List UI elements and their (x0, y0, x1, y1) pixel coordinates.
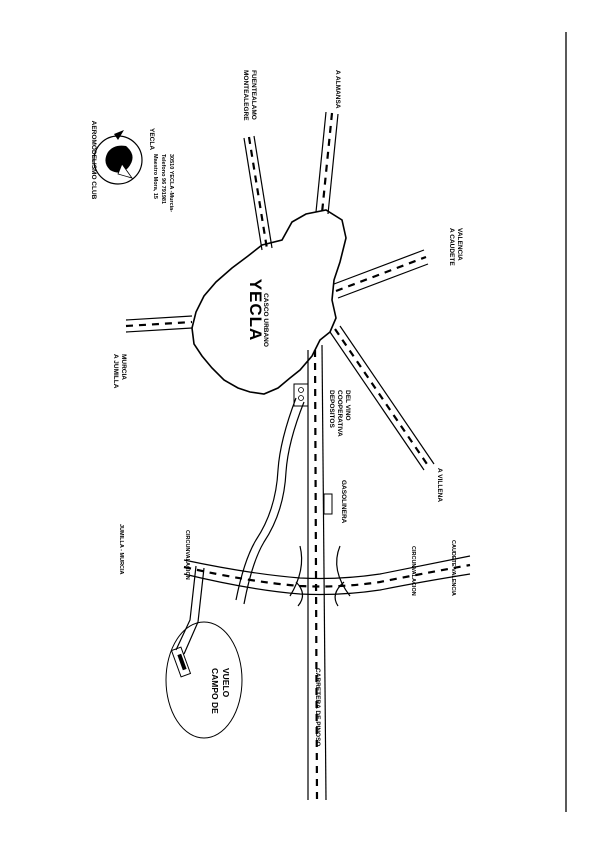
club-logo (93, 130, 143, 185)
carretera-pinoso: CARRETERA DE PINOSO (314, 668, 321, 747)
dest-montealegre-line-1: MONTEALEGRE (242, 70, 249, 121)
gasolinera-label: GASOLINERA (340, 480, 347, 524)
dest-caudete-line-2: VALENCIA (456, 228, 463, 261)
road-jumilla (125, 315, 193, 333)
campo-access-road (175, 565, 205, 655)
campo-de-vuelo: CAMPO DE VUELO (210, 668, 231, 714)
campo-line-2: VUELO (221, 668, 231, 698)
campo-line-1: CAMPO DE (210, 668, 220, 714)
town-name: YECLA (246, 279, 265, 342)
jumilla-murcia-road-label: JUMILLA - MURCIA (118, 524, 124, 575)
caudete-valencia-road-label: CAUDETE VALENCIA (450, 540, 456, 596)
town-sub-label: CASCO URBANO (262, 293, 269, 347)
depositos-line-3: DEL VINO (344, 390, 351, 421)
gasolinera: GASOLINERA (340, 480, 347, 524)
dest-villena: A VILLENA (436, 468, 443, 502)
dest-caudete: A CAUDETE VALENCIA (448, 228, 463, 266)
club-city-logo: YECLA (148, 128, 155, 150)
depositos-label: DEPOSITOS COOPERATIVA DEL VINO (328, 390, 351, 437)
club-name: AEROMODELISMO CLUB (90, 121, 97, 200)
road-montealegre (243, 135, 273, 251)
dest-jumilla-line-1: A JUMILLA (112, 354, 119, 389)
carretera-pinoso-label: CARRETERA DE PINOSO (314, 668, 321, 747)
dest-montealegre: MONTEALEGRE FUENTEALAMO (242, 70, 257, 121)
depositos-marker (293, 383, 309, 407)
road-villena (329, 325, 435, 471)
depositos-line-2: COOPERATIVA (336, 390, 343, 437)
road-caudete (333, 249, 429, 299)
town-sub-group: CASCO URBANO (262, 293, 269, 347)
club-name-text: AEROMODELISMO CLUB (90, 121, 97, 200)
circunvalacion-right: CIRCUNVALACION (410, 546, 416, 596)
club-city-logo-text: YECLA (148, 128, 155, 150)
town-name-group: YECLA (246, 279, 265, 342)
jumilla-murcia-road: JUMILLA - MURCIA (118, 524, 124, 575)
club-address-line-3: 30510 YECLA -Murcia- (168, 154, 174, 212)
dest-almansa-label: A ALMANSA (334, 70, 341, 109)
circunvalacion-left-label: CIRCUNVALACION (184, 530, 190, 580)
town-outline (191, 209, 347, 395)
dest-jumilla: A JUMILLA MURCIA (112, 354, 127, 389)
runway (170, 646, 192, 678)
dest-jumilla-line-2: MURCIA (120, 354, 127, 380)
campo-area (165, 621, 243, 739)
road-almansa (315, 111, 339, 215)
side-track (235, 397, 305, 605)
depositos-line-1: DEPOSITOS (328, 390, 335, 428)
caudete-valencia-road: CAUDETE VALENCIA (450, 540, 456, 596)
dest-villena-label: A VILLENA (436, 468, 443, 502)
circunvalacion-left: CIRCUNVALACION (184, 530, 190, 580)
road-pinoso (307, 344, 327, 801)
dest-montealegre-line-2: FUENTEALAMO (250, 70, 257, 120)
club-address-line-1: Maestro Mora, 15 (152, 154, 158, 199)
club-address-line-2: Telefono 96 791981 (160, 154, 166, 204)
road-circunvalacion (183, 545, 471, 607)
club-address: Maestro Mora, 15 Telefono 96 791981 3051… (152, 154, 174, 212)
dest-caudete-line-1: A CAUDETE (448, 228, 455, 266)
dest-almansa: A ALMANSA (334, 70, 341, 109)
gasolinera-marker (323, 493, 333, 515)
circunvalacion-right-label: CIRCUNVALACION (410, 546, 416, 596)
